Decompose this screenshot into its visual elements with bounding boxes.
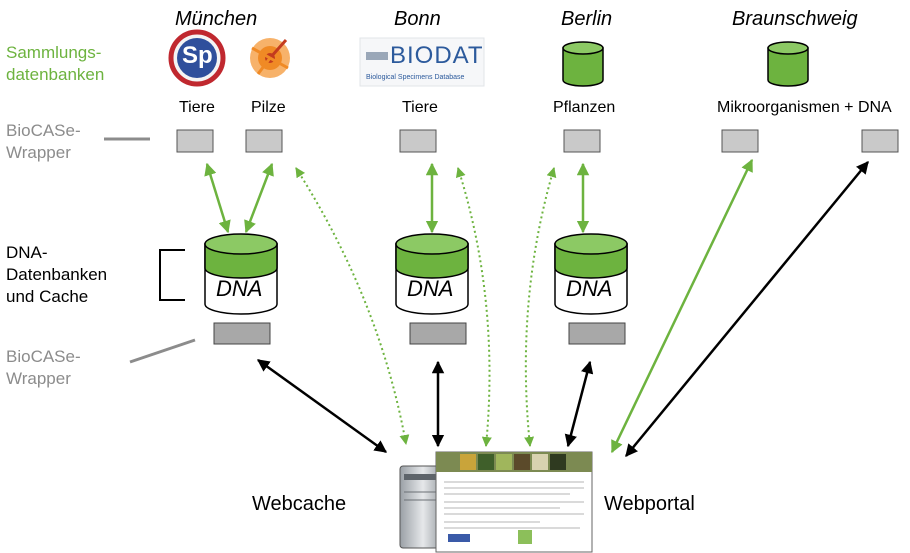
collection-pflanzen: Pflanzen [553, 99, 616, 116]
collection-mikro: Mikroorganismen + DNA [717, 99, 892, 116]
collection-tiere-bonn: Tiere [402, 99, 438, 116]
database-berlin [562, 41, 604, 87]
wrapper-bottom-muenchen [213, 322, 271, 345]
collection-tiere-muenchen: Tiere [179, 99, 215, 116]
arrow-berlin-portal [524, 167, 557, 447]
label-dna-datenbanken: DNA- Datenbanken und Cache [6, 243, 108, 306]
dna-bracket [159, 249, 185, 301]
arrow-berlin-portal-black [564, 360, 594, 448]
wrapper-tiere-bonn [399, 129, 437, 153]
location-muenchen: München [175, 8, 258, 30]
fungi-logo [250, 38, 290, 78]
dna-db-bonn [395, 233, 469, 315]
dna-label-bonn: DNA [407, 276, 454, 301]
wrapper-bottom-bonn [409, 322, 467, 345]
dna-label-berlin: DNA [566, 276, 613, 301]
label-webportal: Webportal [604, 493, 695, 515]
biodat-logo-text: BIODAT [390, 42, 484, 69]
biodat-logo-tagline: Biological Specimens Database [366, 74, 465, 81]
sp-logo-text: Sp [182, 42, 213, 69]
biodat-logo [359, 37, 485, 87]
arrow-mikro-portal [610, 158, 754, 454]
label-biocase-wrapper-bottom: BioCASe- Wrapper [6, 347, 81, 388]
dna-label-muenchen: DNA [216, 276, 263, 301]
dna-db-muenchen [204, 233, 278, 315]
location-bonn: Bonn [394, 8, 441, 30]
wrapper-mikro [721, 129, 759, 153]
database-braunschweig [767, 41, 809, 87]
collection-pilze: Pilze [251, 99, 286, 116]
wrapper-tiere-muenchen [176, 129, 214, 153]
wrapper-dna [861, 129, 899, 153]
sp-logo [168, 29, 226, 87]
wrapper-pilze [245, 129, 283, 153]
label-webcache: Webcache [252, 493, 347, 515]
label-sammlungsdatenbanken: Sammlungs- datenbanken [6, 43, 105, 84]
location-braunschweig: Braunschweig [732, 8, 858, 30]
arrow-muenchen-webcache [256, 358, 388, 454]
wrapper-pflanzen [563, 129, 601, 153]
wrapper-bottom-berlin [568, 322, 626, 345]
arrow-bonn-portal [455, 167, 492, 447]
biocase-bottom-connector [129, 338, 196, 364]
label-biocase-wrapper-top: BioCASe- Wrapper [6, 121, 81, 162]
arrow-pilze-webcache [295, 167, 410, 445]
arrow-tiere-dna [204, 162, 231, 234]
webportal-screenshot [435, 451, 593, 553]
location-berlin: Berlin [561, 8, 613, 30]
arrow-dna-portal [625, 161, 869, 457]
arrow-pilze-dna [244, 162, 274, 234]
